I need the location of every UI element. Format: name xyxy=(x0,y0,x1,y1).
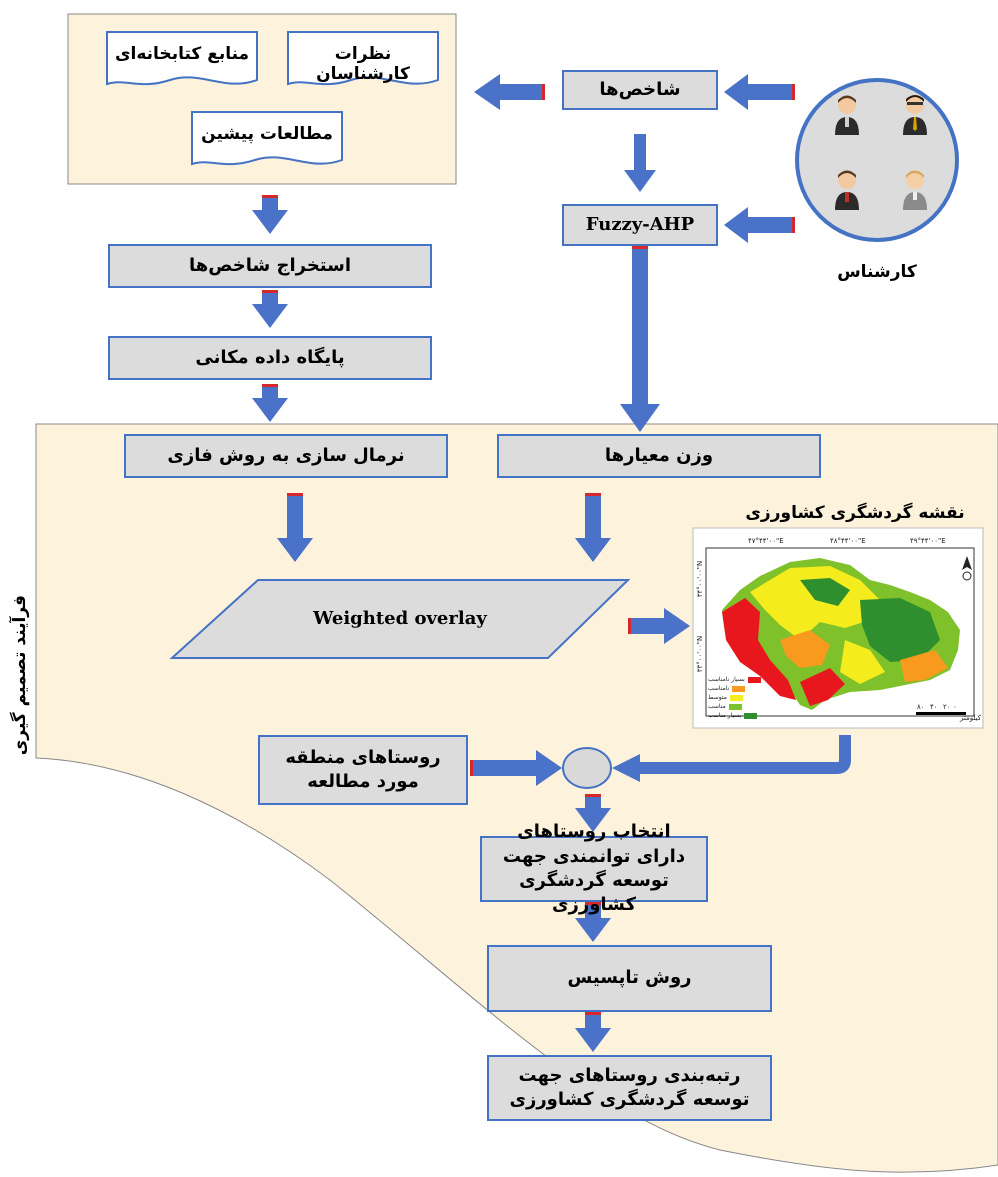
expert-label: کارشناس xyxy=(837,262,917,282)
select-villages-box: انتخاب روستاهای دارای توانمندی جهت توسعه… xyxy=(480,821,708,915)
expert-circle xyxy=(795,78,959,242)
topsis-label: روش تاپسیس xyxy=(567,967,692,989)
legend-label: متوسط xyxy=(708,694,727,701)
legend-swatch xyxy=(747,676,761,683)
person-icon xyxy=(835,95,927,210)
ranking-box: رتبه‌بندی روستاهای جهت توسعه گردشگری کشا… xyxy=(487,1055,772,1121)
legend-item: متوسط xyxy=(708,694,743,701)
doc-previous xyxy=(191,111,343,166)
extract-indicators-box: استخراج شاخص‌ها xyxy=(108,244,432,288)
study-villages-box: روستاهای منطقه مورد مطالعه xyxy=(258,735,468,805)
arrow-right xyxy=(470,608,690,786)
lat-tick: ۳۳°۰۰'۰۰"N xyxy=(696,635,705,673)
previous-studies-doc: مطالعات پیشین xyxy=(192,112,342,164)
legend-label: بسیار مناسب xyxy=(708,712,742,719)
ranking-label: رتبه‌بندی روستاهای جهت توسعه گردشگری کشا… xyxy=(509,1064,750,1110)
decision-process-label: فرآیند تصمیم گیری xyxy=(10,595,30,756)
study-villages-label: روستاهای منطقه مورد مطالعه xyxy=(285,746,441,792)
library-sources-label: منابع کتابخانه‌ای xyxy=(114,44,250,64)
weighted-overlay-shape xyxy=(169,579,631,659)
extract-indicators-label: استخراج شاخص‌ها xyxy=(188,254,352,276)
expert-opinions-doc: نظرات کارشناسان xyxy=(288,32,438,84)
topsis-box: روش تاپسیس xyxy=(487,945,772,1012)
scale-tick: ۰ xyxy=(953,703,957,711)
legend-swatch xyxy=(732,685,746,692)
map-to-merge-connector xyxy=(640,735,851,774)
arrow-left xyxy=(474,74,795,243)
expert-opinions-label: نظرات کارشناسان xyxy=(316,44,410,84)
scale-tick: ۴۰ xyxy=(930,703,938,711)
previous-studies-label: مطالعات پیشین xyxy=(201,124,333,144)
arrow-down xyxy=(252,134,660,1052)
lon-tick: ۴۸°۴۴'۰۰"E xyxy=(830,537,866,545)
legend-label: مناسب xyxy=(708,703,726,710)
indicators-label: شاخص‌ها xyxy=(599,78,681,100)
legend-swatch xyxy=(729,694,743,701)
doc-library xyxy=(106,31,258,86)
suitability-map xyxy=(722,558,960,710)
fuzzy-normalization-box: نرمال سازی به روش فازی xyxy=(124,434,448,478)
criteria-weights-box: وزن معیارها xyxy=(497,434,821,478)
legend-swatch xyxy=(728,703,742,710)
spatial-database-label: پایگاه داده مکانی xyxy=(195,346,345,368)
legend-item: بسیار مناسب xyxy=(708,712,758,719)
legend-item: نامناسب xyxy=(708,685,746,692)
fuzzy-normalization-label: نرمال سازی به روش فازی xyxy=(167,444,405,466)
legend-item: بسیار نامناسب xyxy=(708,676,761,683)
indicators-box: شاخص‌ها xyxy=(562,70,718,110)
fuzzy-ahp-label: Fuzzy-AHP xyxy=(585,213,695,235)
map-title: نقشه گردشگری کشاورزی xyxy=(745,503,965,523)
weighted-overlay-label: Weighted overlay xyxy=(313,607,487,629)
lon-tick: ۴۹°۴۴'۰۰"E xyxy=(910,537,946,545)
library-sources-doc: منابع کتابخانه‌ای xyxy=(107,32,257,84)
merge-node xyxy=(562,747,612,789)
legend-label: بسیار نامناسب xyxy=(708,676,745,683)
scale-label: کیلومتر xyxy=(960,714,982,722)
legend-item: مناسب xyxy=(708,703,742,710)
lat-tick: ۳۴°۰۰'۰۰"N xyxy=(696,560,705,598)
doc-experts xyxy=(287,31,439,86)
scale-tick: ۲۰ xyxy=(943,703,951,711)
legend-label: نامناسب xyxy=(708,685,730,692)
legend-swatch xyxy=(744,712,758,719)
criteria-weights-label: وزن معیارها xyxy=(604,444,714,466)
spatial-database-box: پایگاه داده مکانی xyxy=(108,336,432,380)
lon-tick: ۴۷°۴۴'۰۰"E xyxy=(748,537,784,545)
select-villages-label: انتخاب روستاهای دارای توانمندی جهت توسعه… xyxy=(502,821,686,916)
north-arrow-icon xyxy=(962,556,972,581)
fuzzy-ahp-box: Fuzzy-AHP xyxy=(562,204,718,246)
scale-tick: ۸۰ xyxy=(917,703,925,711)
